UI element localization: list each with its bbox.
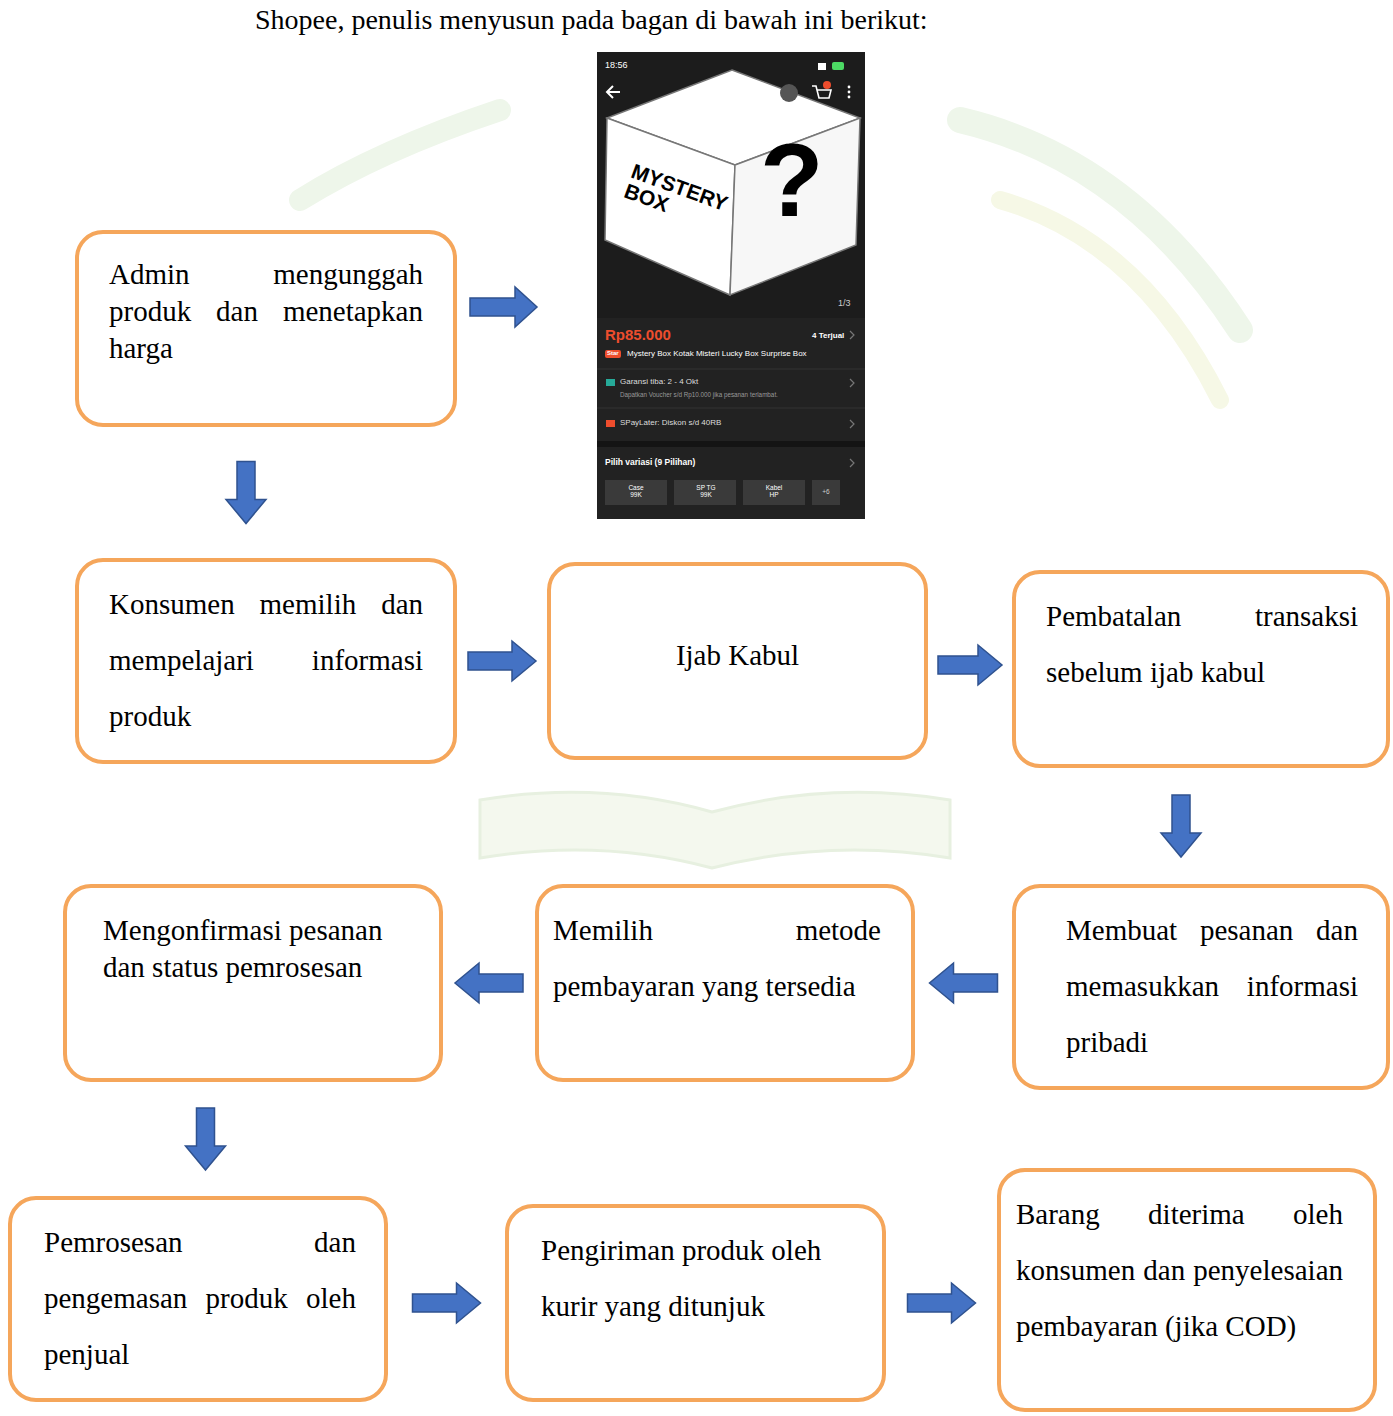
screenshot-text: SPayLater: Diskon s/d 40RB [620,418,721,428]
info-panel [597,318,865,519]
box-text: Memilih metode pembayaran yang tersedia [553,902,881,1014]
shipping-icon [606,379,615,386]
box-text: Pengiriman produk oleh kurir yang ditunj… [541,1222,854,1334]
block-arrow [470,287,537,327]
process-box: Mengonfirmasi pesanan dan status pemrose… [63,884,443,1082]
screenshot-text: Kabel HP [763,484,785,498]
screenshot-text: MYSTERY BOX [622,160,723,231]
block-arrow [186,1108,226,1170]
section-gap [597,441,865,447]
watermark-book [480,792,950,868]
screenshot-text: Garansi tiba: 2 - 4 Okt [620,377,698,387]
variant-chip [812,480,840,505]
share-icon [780,84,798,102]
cart-badge [823,81,831,89]
watermark-wing [300,110,500,200]
box-text: Pembatalan transaksi sebelum ijab kabul [1046,588,1358,700]
variant-chip [743,480,805,505]
process-box: Admin mengunggah produk dan menetapkan h… [75,230,457,427]
screenshot-text: 4 Terjual [812,331,844,341]
back-icon [607,86,620,98]
block-arrow [1161,795,1201,857]
process-box: Pembatalan transaksi sebelum ijab kabul [1012,570,1390,768]
process-box: Membuat pesanan dan memasukkan informasi… [1012,884,1390,1090]
screenshot-text: Case 99K [626,484,646,498]
box-text: Barang diterima oleh konsumen dan penyel… [1016,1186,1343,1354]
watermark-wing [1000,200,1220,400]
box-text: Mengonfirmasi pesanan dan status pemrose… [103,912,409,986]
separator [597,408,865,409]
watermark-wing [960,120,1240,330]
lead-text: Shopee, penulis menyusun pada bagan di b… [255,2,928,37]
chevron [850,331,854,339]
process-box: Ijab Kabul [547,562,928,760]
screenshot-text: Dapatkan Voucher s/d Rp10.000 jika pesan… [620,391,778,399]
block-arrow [938,645,1002,685]
screenshot-text: Rp85.000 [605,326,671,345]
chevron [850,379,854,387]
screen-background [597,52,865,519]
block-arrow [226,462,266,524]
screenshot-text: 1/3 [838,298,851,309]
chevron [850,420,854,428]
block-arrow [468,641,536,681]
cube-right [730,118,860,295]
signal-icon [818,63,826,70]
block-arrow [930,963,998,1003]
box-text: Admin mengunggah produk dan menetapkan h… [109,256,423,367]
process-box: Pemrosesan dan pengemasan produk oleh pe… [8,1196,388,1402]
screenshot-text: Mystery Box Kotak Misteri Lucky Box Surp… [627,349,807,359]
box-text: Ijab Kabul [676,635,799,675]
menu-dot [848,96,851,99]
screenshot-text: 18:56 [605,60,628,71]
watermark [300,110,1240,868]
menu-dot [848,86,851,89]
process-box: Pengiriman produk oleh kurir yang ditunj… [505,1204,886,1402]
screenshot-text: +6 [819,488,833,496]
screenshot-text: Pilih variasi (9 Pilihan) [605,457,695,468]
box-text: Konsumen memilih dan mempelajari informa… [109,576,423,744]
box-text: Membuat pesanan dan memasukkan informasi… [1066,902,1358,1070]
cube-left [605,118,735,295]
block-arrow [413,1283,481,1323]
box-text: Pemrosesan dan pengemasan produk oleh pe… [44,1214,356,1382]
variant-chip [674,480,736,505]
phone-screenshot [597,52,865,519]
menu-dot [848,91,851,94]
process-box: Konsumen memilih dan mempelajari informa… [75,558,457,764]
screenshot-text: SP TG 99K [694,484,718,498]
spaylater-icon [606,420,615,427]
process-box: Barang diterima oleh konsumen dan penyel… [997,1168,1377,1412]
separator [597,369,865,370]
chevron [850,459,854,467]
battery-icon [832,62,844,70]
block-arrow [908,1283,976,1323]
screenshot-text: Star [605,350,621,358]
screenshot-text: ? [760,128,824,232]
process-box: Memilih metode pembayaran yang tersedia [535,884,915,1082]
block-arrow [455,963,523,1003]
variant-chip [605,480,667,505]
